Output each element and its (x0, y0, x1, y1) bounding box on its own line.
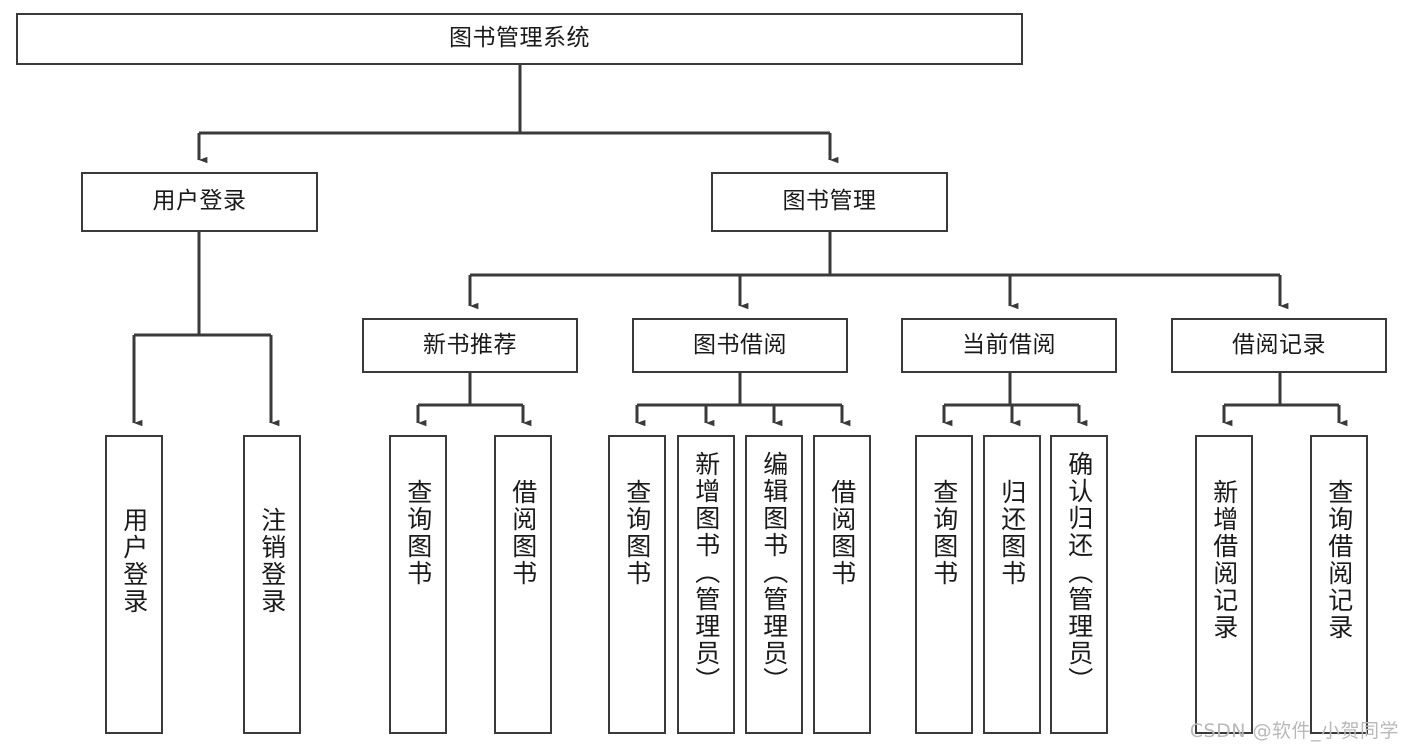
node-root-label: 图书管理系统 (449, 25, 590, 52)
node-leaf-user-login-label: 用户登录 (119, 507, 149, 615)
node-new-book-recommend[interactable]: 新书推荐 (362, 318, 578, 373)
node-user-login[interactable]: 用户登录 (81, 172, 318, 232)
node-leaf-query-book-1-label: 查询图书 (403, 479, 433, 587)
node-borrow-record-label: 借阅记录 (1232, 331, 1326, 358)
node-leaf-query-record-label: 查询借阅记录 (1324, 479, 1354, 641)
node-new-book-recommend-label: 新书推荐 (423, 331, 517, 358)
node-leaf-query-book-3-label: 查询图书 (929, 479, 959, 587)
node-leaf-user-login[interactable]: 用户登录 (105, 435, 163, 734)
node-leaf-borrow-book-1-label: 借阅图书 (508, 479, 538, 587)
node-leaf-add-record-label: 新增借阅记录 (1209, 479, 1239, 641)
node-borrow-record[interactable]: 借阅记录 (1171, 318, 1387, 373)
node-book-borrow-label: 图书借阅 (693, 331, 787, 358)
node-book-borrow[interactable]: 图书借阅 (632, 318, 848, 373)
node-leaf-add-record[interactable]: 新增借阅记录 (1195, 435, 1253, 734)
node-leaf-edit-book-label: 编辑图书（管理员） (759, 451, 789, 694)
node-leaf-query-book-1[interactable]: 查询图书 (389, 435, 447, 734)
node-leaf-query-book-2[interactable]: 查询图书 (608, 435, 666, 734)
node-leaf-user-logout-label: 注销登录 (257, 507, 287, 615)
node-leaf-borrow-book-1[interactable]: 借阅图书 (494, 435, 552, 734)
node-book-management[interactable]: 图书管理 (711, 172, 948, 232)
node-leaf-borrow-book-2[interactable]: 借阅图书 (813, 435, 871, 734)
node-leaf-query-book-2-label: 查询图书 (622, 479, 652, 587)
node-leaf-add-book[interactable]: 新增图书（管理员） (677, 435, 735, 734)
node-leaf-return-book-label: 归还图书 (997, 479, 1027, 587)
node-current-borrow[interactable]: 当前借阅 (901, 318, 1117, 373)
node-leaf-add-book-label: 新增图书（管理员） (691, 451, 721, 694)
node-leaf-user-logout[interactable]: 注销登录 (243, 435, 301, 734)
node-leaf-query-book-3[interactable]: 查询图书 (915, 435, 973, 734)
watermark-text: CSDN @软件_小贺同学 (1189, 720, 1399, 742)
node-leaf-confirm-return-label: 确认归还（管理员） (1064, 451, 1094, 694)
node-root[interactable]: 图书管理系统 (16, 13, 1023, 65)
node-leaf-confirm-return[interactable]: 确认归还（管理员） (1050, 435, 1108, 734)
node-current-borrow-label: 当前借阅 (962, 331, 1056, 358)
node-leaf-return-book[interactable]: 归还图书 (983, 435, 1041, 734)
node-book-management-label: 图书管理 (782, 188, 877, 215)
node-leaf-edit-book[interactable]: 编辑图书（管理员） (745, 435, 803, 734)
node-leaf-query-record[interactable]: 查询借阅记录 (1310, 435, 1368, 734)
node-user-login-label: 用户登录 (152, 188, 247, 215)
node-leaf-borrow-book-2-label: 借阅图书 (827, 479, 857, 587)
